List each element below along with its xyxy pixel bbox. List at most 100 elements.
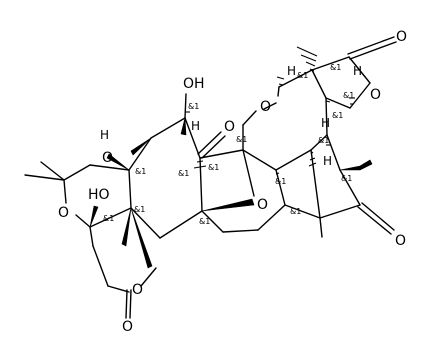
- wedge-bond: [106, 153, 130, 171]
- bond: [319, 204, 361, 219]
- hashed-bonds: [186, 46, 355, 175]
- bond: [128, 169, 132, 209]
- bond: [275, 149, 312, 171]
- bond: [130, 207, 161, 239]
- o-ketone-right-label: O: [395, 233, 406, 249]
- stereo-label: &1: [343, 91, 354, 100]
- bond: [63, 164, 91, 181]
- h-label: H: [100, 128, 109, 142]
- bond: [242, 149, 255, 197]
- hash: [309, 157, 316, 161]
- hash: [193, 165, 207, 169]
- bond: [311, 56, 350, 71]
- bond: [184, 93, 187, 119]
- bond: [357, 206, 392, 235]
- bond: [325, 97, 351, 109]
- o-lactone-bottom-ring-label: O: [132, 282, 143, 298]
- bond: [326, 134, 341, 171]
- stereo-label: &1: [188, 102, 199, 111]
- stereo-label: &1: [330, 63, 341, 72]
- stereo-label: &1: [178, 169, 189, 178]
- bond: [40, 161, 65, 181]
- stereo-labels: &1 &1 &1 &1 &1 &1 &1 &1 &1 &1 &1 &1 &1 &…: [103, 63, 354, 226]
- wedge-bond: [180, 117, 187, 136]
- stereo-label: &1: [332, 111, 343, 120]
- stereo-label: &1: [297, 71, 308, 80]
- oh-label-top: OH: [183, 76, 205, 92]
- wedge-bond: [121, 207, 132, 247]
- hash: [310, 151, 314, 155]
- bond: [199, 149, 244, 159]
- stereo-label: &1: [199, 217, 210, 226]
- bond: [349, 82, 371, 109]
- bond: [319, 217, 323, 238]
- bond: [89, 164, 130, 171]
- atom-labels: OH HO O O O O O O O O O O: [58, 29, 407, 335]
- wedge-bond: [130, 137, 152, 156]
- bond: [125, 289, 128, 319]
- hash: [275, 172, 280, 175]
- wedge-bond: [130, 207, 153, 269]
- hash: [278, 83, 284, 86]
- bond: [339, 169, 361, 206]
- o-lactone-bottom-carbonyl-label: O: [122, 319, 133, 335]
- hash: [309, 68, 315, 72]
- bond: [278, 69, 313, 88]
- bond: [311, 69, 327, 99]
- hydrogen-labels: H H H H H H: [100, 64, 362, 168]
- bond: [159, 210, 203, 239]
- bond: [128, 137, 152, 171]
- bond: [263, 102, 277, 110]
- hash: [296, 46, 318, 57]
- bond: [129, 289, 132, 319]
- h-label: H: [353, 64, 362, 78]
- hash: [305, 61, 316, 67]
- bond-lines: [24, 36, 397, 319]
- bond: [310, 134, 328, 151]
- bond: [222, 229, 259, 233]
- bond: [75, 214, 91, 228]
- stereo-label: &1: [236, 135, 247, 144]
- bond: [92, 245, 109, 287]
- hash: [325, 100, 331, 103]
- bond: [310, 149, 321, 219]
- stereo-label: &1: [275, 177, 286, 186]
- bond: [242, 110, 257, 126]
- bond: [242, 149, 277, 171]
- bond: [349, 41, 397, 60]
- stereo-label: &1: [290, 207, 301, 216]
- bond: [150, 117, 186, 139]
- bond: [197, 131, 222, 155]
- bond: [184, 117, 201, 159]
- bond: [277, 86, 280, 97]
- o-pyran-label: O: [260, 99, 271, 115]
- hash: [196, 160, 204, 163]
- bond: [201, 135, 226, 159]
- bond: [63, 179, 67, 204]
- stereo-label: &1: [318, 136, 329, 145]
- bond: [107, 285, 130, 293]
- bond: [348, 56, 371, 84]
- stereo-label: &1: [208, 163, 219, 172]
- bond: [24, 174, 65, 181]
- wedge-bond: [339, 159, 373, 171]
- h-label: H: [321, 116, 330, 130]
- wedge-bond: [89, 205, 99, 228]
- bond: [325, 97, 328, 136]
- bond: [361, 202, 395, 231]
- bond: [89, 226, 94, 247]
- bond: [347, 36, 395, 55]
- o-dioxolane-lower-label: O: [58, 205, 69, 221]
- oh-label-left: HO: [88, 187, 110, 203]
- o-dioxolane-upper-label: O: [102, 150, 113, 166]
- stereo-label: &1: [135, 167, 146, 176]
- o-bridge-label: O: [257, 197, 268, 213]
- bond: [284, 204, 321, 219]
- o-lactone-top-ring-label: O: [370, 87, 381, 103]
- wedge-bond: [201, 198, 255, 212]
- bond: [257, 204, 286, 231]
- stereo-label: &1: [341, 174, 352, 183]
- hash: [300, 54, 317, 62]
- h-label: H: [191, 119, 200, 133]
